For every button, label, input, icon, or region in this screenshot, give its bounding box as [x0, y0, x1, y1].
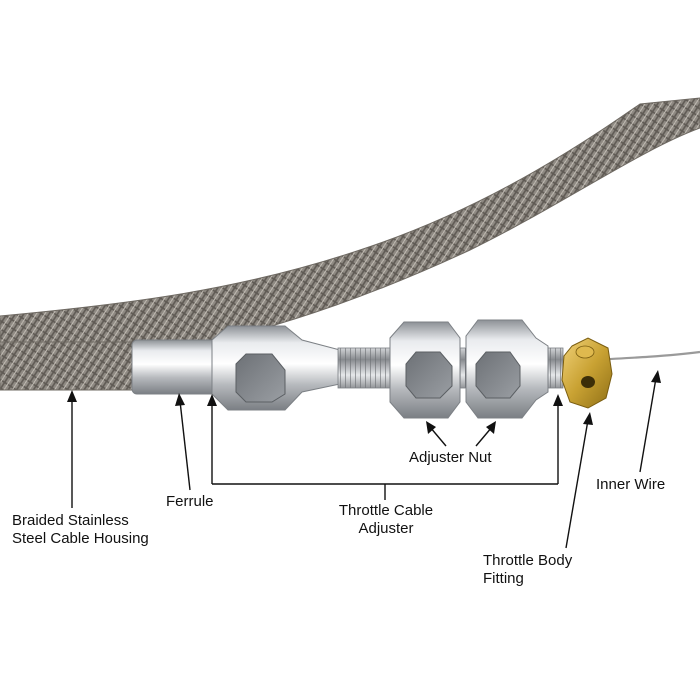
adjuster-label: Throttle Cable Adjuster — [328, 502, 444, 538]
housing-label-line1: Braided Stainless — [12, 512, 129, 529]
fitting-bore — [575, 345, 595, 359]
nut-pointer-left — [429, 426, 447, 447]
adjuster-nut-label: Adjuster Nut — [409, 449, 492, 466]
housing-label: Braided Stainless Steel Cable Housing — [12, 512, 149, 548]
adjuster-right-arrowhead — [553, 394, 563, 406]
ferrule — [131, 339, 219, 395]
adjuster-nut-1-face — [405, 351, 453, 399]
nut-right-arrowhead — [486, 421, 496, 434]
adjuster-nut-2-face — [475, 351, 521, 399]
adjuster-label-line1: Throttle Cable — [338, 502, 434, 519]
fitting-label: Throttle Body Fitting — [483, 552, 572, 588]
braided-housing — [0, 97, 700, 353]
adjuster-left-arrowhead — [207, 394, 217, 406]
housing-label-line2: Steel Cable Housing — [12, 530, 149, 547]
ferrule-pointer-line — [179, 400, 191, 491]
ferrule-label: Ferrule — [166, 493, 214, 510]
adjuster-label-line2: Adjuster — [358, 520, 414, 537]
throttle-body-fitting — [561, 337, 613, 409]
adjuster-hex-face — [235, 353, 286, 403]
braided-housing-front — [0, 341, 141, 391]
housing-arrowhead — [67, 390, 77, 402]
wire-pointer-line — [639, 377, 657, 473]
fitting-arrowhead — [583, 412, 593, 425]
wire-arrowhead — [651, 370, 661, 383]
fitting-label-line2: Fitting — [483, 570, 524, 587]
nut-left-arrowhead — [426, 421, 436, 434]
inner-wire-label: Inner Wire — [596, 476, 666, 493]
fitting-label-line1: Throttle Body — [483, 552, 573, 569]
fitting-pointer-line — [565, 419, 589, 549]
nut-pointer-right — [475, 426, 493, 447]
annotation-lines — [67, 370, 661, 549]
fitting-hole — [581, 376, 595, 388]
ferrule-arrowhead — [175, 393, 185, 406]
